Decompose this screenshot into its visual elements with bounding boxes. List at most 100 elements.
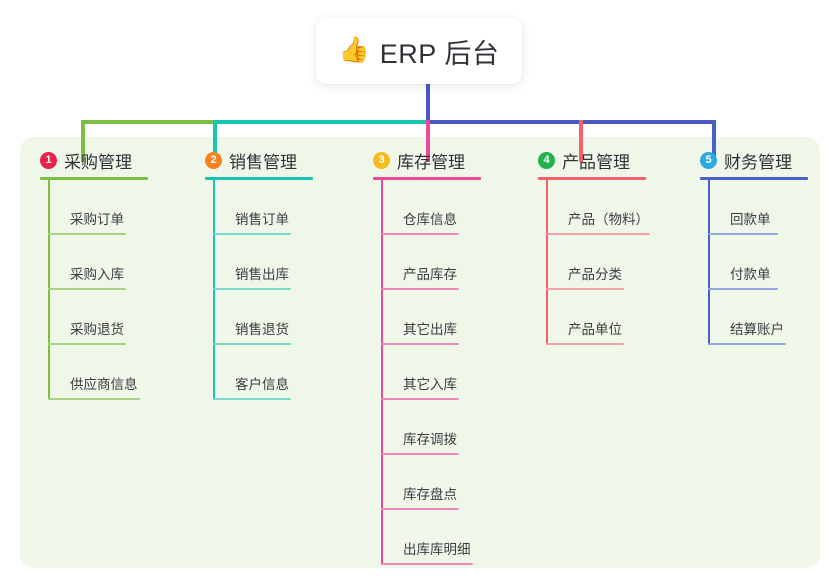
list-item[interactable]: 采购订单 — [48, 180, 190, 235]
list-item[interactable]: 仓库信息 — [381, 180, 533, 235]
list-item-underline — [48, 398, 140, 400]
branch-header[interactable]: 1 采购管理 — [40, 147, 190, 173]
bus-segment-2 — [213, 120, 430, 124]
branch-items: 产品（物料） 产品分类 产品单位 — [546, 180, 708, 345]
list-item-label: 库存盘点 — [403, 487, 457, 502]
branch-underline — [373, 177, 481, 180]
trunk-line — [426, 84, 430, 122]
list-item-underline — [381, 563, 473, 565]
branch-spine — [708, 180, 710, 345]
branch-items: 仓库信息 产品库存 其它出库 其它入库 库存调拨 库存盘点 — [381, 180, 533, 565]
list-item[interactable]: 客户信息 — [213, 345, 355, 400]
list-item-label: 结算账户 — [730, 322, 784, 337]
root-node-card[interactable]: 👍 ERP 后台 — [316, 18, 522, 84]
branch-badge: 2 — [205, 151, 222, 169]
list-item-underline — [381, 398, 459, 400]
list-item[interactable]: 产品单位 — [546, 290, 708, 345]
branch-underline — [538, 177, 646, 180]
list-item[interactable]: 结算账户 — [708, 290, 839, 345]
branch-spine — [381, 180, 383, 565]
content-panel — [20, 137, 820, 568]
list-item-underline — [381, 288, 459, 290]
list-item-underline — [213, 398, 291, 400]
list-item[interactable]: 供应商信息 — [48, 345, 190, 400]
list-item-label: 产品分类 — [568, 267, 622, 282]
thumbs-up-icon: 👍 — [338, 35, 370, 64]
list-item-label: 采购退货 — [70, 322, 124, 337]
list-item[interactable]: 采购入库 — [48, 235, 190, 290]
list-item-label: 供应商信息 — [70, 377, 138, 392]
list-item-underline — [213, 288, 291, 290]
list-item[interactable]: 销售出库 — [213, 235, 355, 290]
branch-underline — [700, 177, 808, 180]
branch-title: 财务管理 — [724, 152, 792, 172]
list-item-underline — [708, 233, 778, 235]
bus-segment-3 — [426, 120, 716, 124]
list-item-label: 销售订单 — [235, 212, 289, 227]
list-item-label: 产品库存 — [403, 267, 457, 282]
branch-spine — [48, 180, 50, 400]
list-item-underline — [381, 508, 459, 510]
list-item[interactable]: 销售订单 — [213, 180, 355, 235]
list-item-underline — [708, 288, 778, 290]
branch-title: 销售管理 — [229, 152, 297, 172]
branch-badge: 4 — [538, 151, 555, 169]
list-item-underline — [48, 288, 126, 290]
branch-column-finance[interactable]: 5 财务管理 回款单 付款单 结算账户 — [700, 147, 839, 345]
list-item[interactable]: 销售退货 — [213, 290, 355, 345]
branch-column-product[interactable]: 4 产品管理 产品（物料） 产品分类 产品单位 — [538, 147, 708, 345]
branch-spine — [546, 180, 548, 345]
branch-header[interactable]: 2 销售管理 — [205, 147, 355, 173]
list-item-underline — [381, 343, 459, 345]
list-item-label: 其它入库 — [403, 377, 457, 392]
list-item-label: 库存调拨 — [403, 432, 457, 447]
list-item[interactable]: 产品库存 — [381, 235, 533, 290]
branch-column-purchasing[interactable]: 1 采购管理 采购订单 采购入库 采购退货 供应商信息 — [40, 147, 190, 400]
list-item-label: 采购入库 — [70, 267, 124, 282]
list-item[interactable]: 采购退货 — [48, 290, 190, 345]
branch-header[interactable]: 5 财务管理 — [700, 147, 839, 173]
branch-items: 回款单 付款单 结算账户 — [708, 180, 839, 345]
branch-title: 产品管理 — [562, 152, 630, 172]
branch-badge: 1 — [40, 151, 57, 169]
list-item-label: 付款单 — [730, 267, 771, 282]
list-item-underline — [381, 453, 459, 455]
list-item-underline — [546, 343, 624, 345]
branch-column-inventory[interactable]: 3 库存管理 仓库信息 产品库存 其它出库 其它入库 库存调拨 — [373, 147, 533, 565]
list-item-underline — [213, 233, 291, 235]
list-item[interactable]: 其它入库 — [381, 345, 533, 400]
branch-spine — [213, 180, 215, 400]
list-item-label: 产品单位 — [568, 322, 622, 337]
branch-header[interactable]: 3 库存管理 — [373, 147, 533, 173]
list-item-label: 出库库明细 — [403, 542, 471, 557]
list-item[interactable]: 产品分类 — [546, 235, 708, 290]
branch-underline — [40, 177, 148, 180]
list-item-underline — [546, 233, 650, 235]
list-item-underline — [546, 288, 624, 290]
list-item[interactable]: 付款单 — [708, 235, 839, 290]
list-item[interactable]: 其它出库 — [381, 290, 533, 345]
list-item-label: 仓库信息 — [403, 212, 457, 227]
list-item[interactable]: 库存盘点 — [381, 455, 533, 510]
list-item-label: 采购订单 — [70, 212, 124, 227]
list-item-label: 产品（物料） — [568, 212, 649, 227]
list-item[interactable]: 产品（物料） — [546, 180, 708, 235]
branch-title: 采购管理 — [64, 152, 132, 172]
list-item-underline — [48, 233, 126, 235]
branch-badge: 3 — [373, 151, 390, 169]
branch-header[interactable]: 4 产品管理 — [538, 147, 708, 173]
page-title: ERP 后台 — [379, 38, 500, 69]
branch-underline — [205, 177, 313, 180]
bus-segment-1 — [81, 120, 215, 124]
list-item[interactable]: 出库库明细 — [381, 510, 533, 565]
list-item[interactable]: 库存调拨 — [381, 400, 533, 455]
list-item-underline — [708, 343, 786, 345]
list-item[interactable]: 回款单 — [708, 180, 839, 235]
list-item-label: 其它出库 — [403, 322, 457, 337]
list-item-underline — [213, 343, 291, 345]
branch-badge: 5 — [700, 151, 717, 169]
list-item-label: 销售出库 — [235, 267, 289, 282]
branch-column-sales[interactable]: 2 销售管理 销售订单 销售出库 销售退货 客户信息 — [205, 147, 355, 400]
branch-title: 库存管理 — [397, 152, 465, 172]
